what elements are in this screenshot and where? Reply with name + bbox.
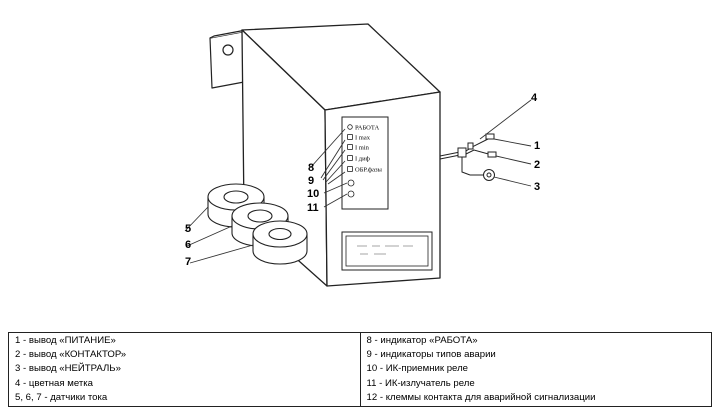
mounting-bracket <box>209 29 247 89</box>
legend-item: 2 - вывод «КОНТАКТОР» <box>15 349 127 361</box>
legend-item: 12 - клеммы контакта для аварийной сигна… <box>366 391 596 403</box>
imax-indicator <box>347 134 353 140</box>
work-label: РАБОТА <box>355 125 380 132</box>
legend-item: 8 - индикатор «РАБОТА» <box>366 335 478 346</box>
leader-lines <box>184 99 532 264</box>
legend-item: 3 - вывод «НЕЙТРАЛЬ» <box>15 363 121 375</box>
callout-1: 1 <box>534 140 540 152</box>
phase-label: ОБР.фазы <box>355 167 383 174</box>
callout-5: 5 <box>185 223 191 235</box>
callout-6: 6 <box>185 239 191 251</box>
display-window <box>341 231 433 271</box>
legend-item: 4 - цветная метка <box>15 377 94 389</box>
phase-indicator <box>347 166 353 172</box>
imin-label: I min <box>355 145 370 152</box>
current-sensor-7 <box>252 220 308 265</box>
callout-2: 2 <box>534 159 540 171</box>
idif-indicator <box>347 155 353 161</box>
imin-indicator <box>347 144 353 150</box>
callout-9: 9 <box>308 175 314 187</box>
ir-receiver-circle <box>347 179 355 187</box>
legend-item: 11 - ИК-излучатель реле <box>366 377 475 389</box>
legend-left-column: 1 - вывод «ПИТАНИЕ» 2 - вывод «КОНТАКТОР… <box>8 332 361 407</box>
legend-item: 1 - вывод «ПИТАНИЕ» <box>15 335 116 346</box>
callout-10: 10 <box>307 188 319 200</box>
work-indicator-led <box>347 124 353 130</box>
lead-wires <box>439 133 497 181</box>
imax-label: I max <box>355 135 371 142</box>
callout-11: 11 <box>307 202 319 214</box>
legend-table: 1 - вывод «ПИТАНИЕ» 2 - вывод «КОНТАКТОР… <box>8 332 712 407</box>
callout-8: 8 <box>308 162 314 174</box>
device-diagram: РАБОТА I max I min I диф ОБР.фазы <box>184 23 540 287</box>
legend-right-column: 8 - индикатор «РАБОТА» 9 - индикаторы ти… <box>360 333 712 407</box>
callout-3: 3 <box>534 181 540 193</box>
indicator-panel: РАБОТА I max I min I диф ОБР.фазы <box>341 116 389 210</box>
idif-label: I диф <box>355 156 370 163</box>
legend-item: 9 - индикаторы типов аварии <box>366 349 496 361</box>
callout-7: 7 <box>185 256 191 268</box>
current-sensors <box>207 183 308 265</box>
ir-emitter-circle <box>347 190 355 198</box>
legend-item: 5, 6, 7 - датчики тока <box>15 391 108 403</box>
legend-item: 10 - ИК-приемник реле <box>366 363 469 375</box>
callout-4: 4 <box>531 92 538 104</box>
